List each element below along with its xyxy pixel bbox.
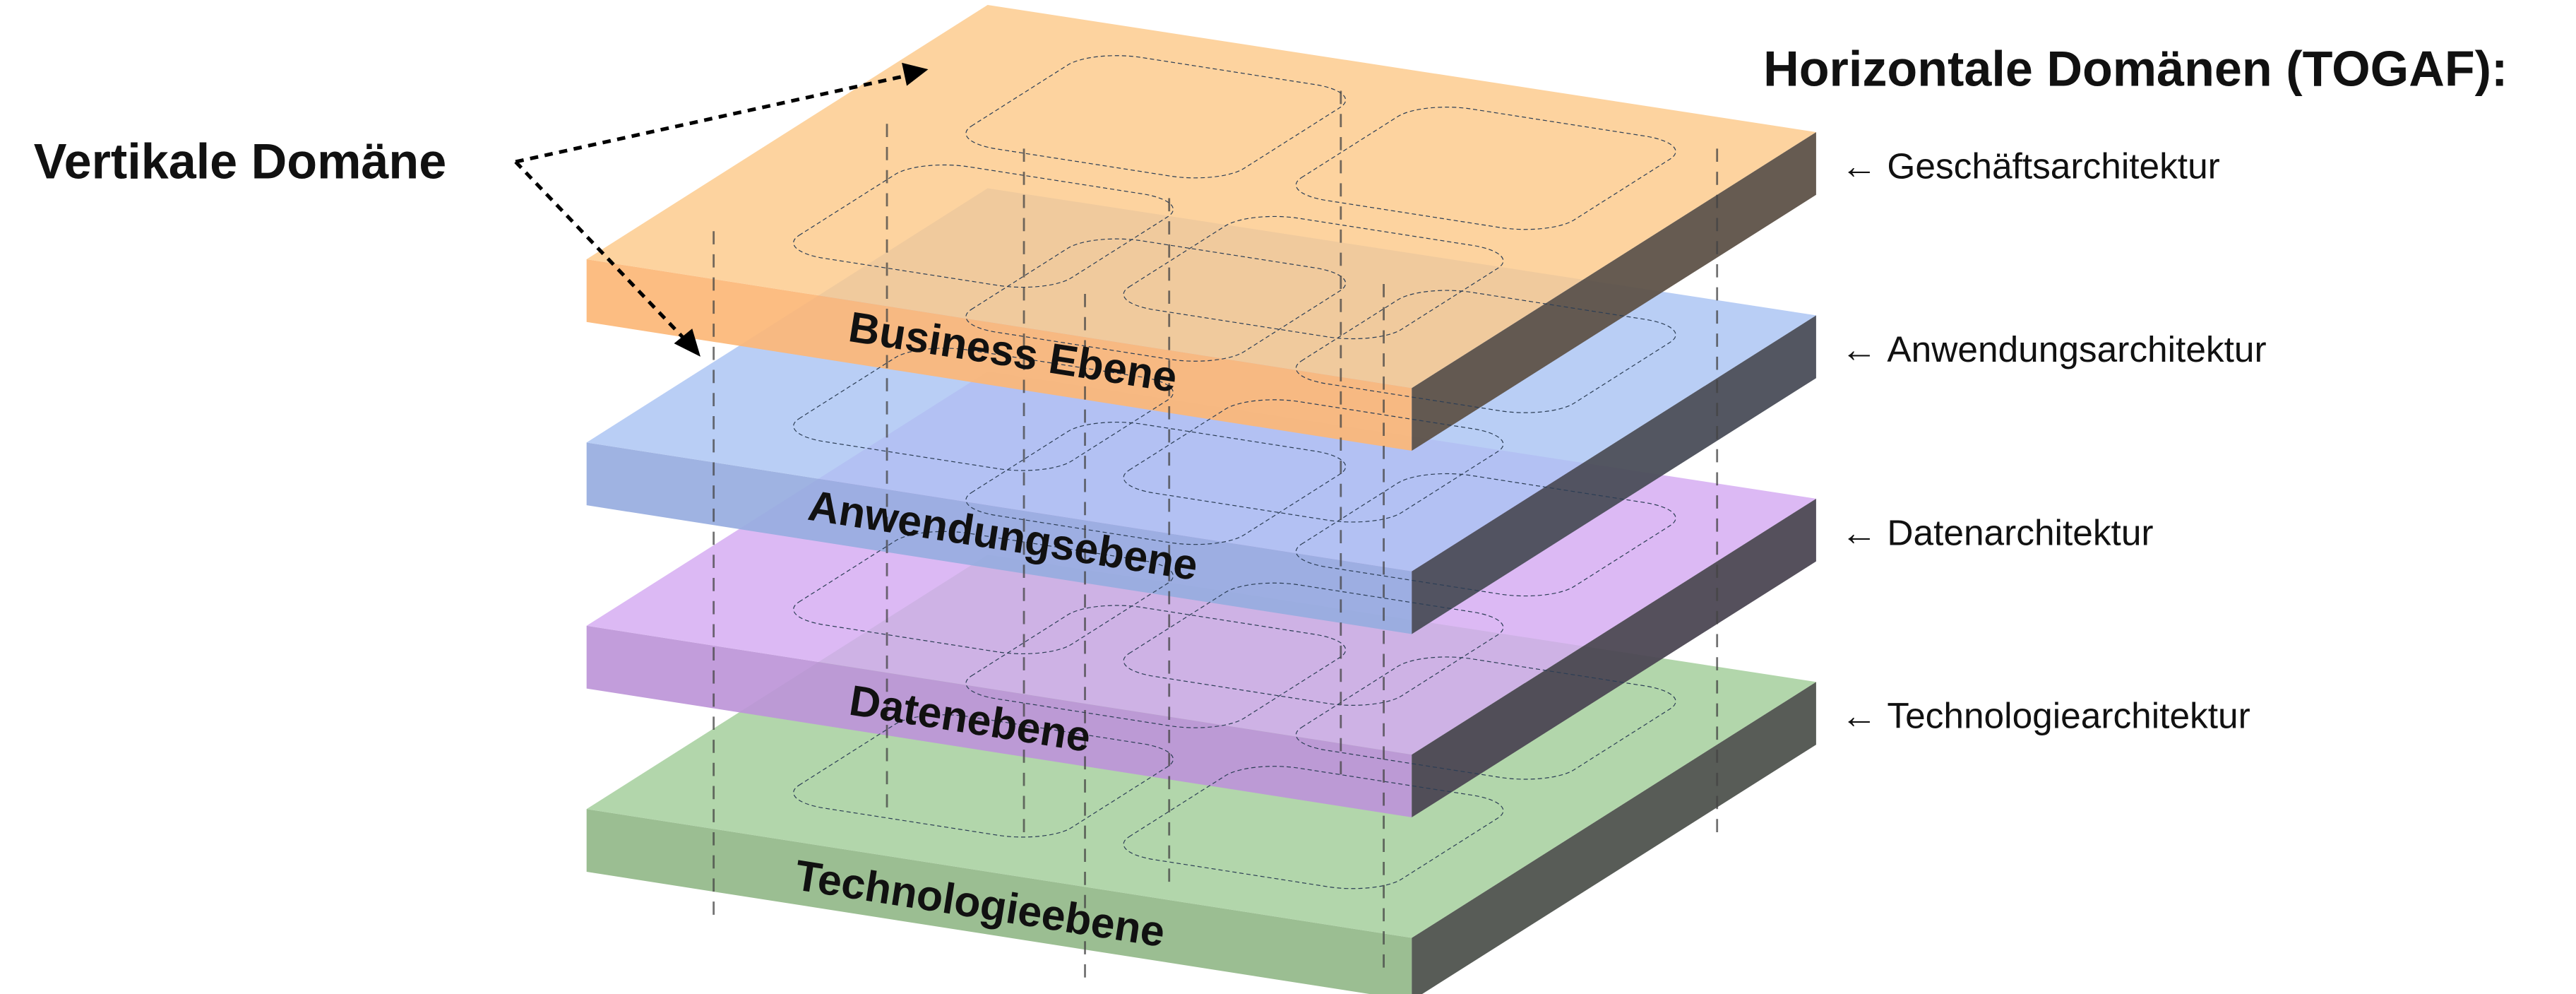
vertical-domain-cell — [775, 526, 1192, 660]
vertical-domain-cell — [775, 159, 1192, 293]
architecture-label: ←Geschäftsarchitektur — [1841, 145, 2220, 186]
layer-front-face — [586, 809, 1412, 994]
architecture-name: Geschäftsarchitektur — [1887, 145, 2219, 186]
architecture-name: Datenarchitektur — [1887, 511, 2153, 552]
architecture-label: ←Anwendungsarchitektur — [1841, 329, 2267, 369]
arrow-left-icon: ← — [1841, 145, 1877, 186]
architecture-label: ←Technologiearchitektur — [1841, 695, 2250, 736]
vertical-domain-cell — [948, 600, 1364, 734]
layer-side-face — [1412, 131, 1816, 451]
architecture-label: ←Datenarchitektur — [1841, 511, 2154, 552]
layer-side-face — [1412, 682, 1816, 994]
arrow-left-icon: ← — [1841, 695, 1877, 736]
vertical-arrow-top — [515, 74, 906, 164]
vertical-domain-cell — [948, 416, 1364, 550]
arrow-left-icon: ← — [1841, 329, 1877, 369]
vertical-domain-label: Vertikale Domäne — [34, 134, 447, 189]
vertical-domain-cell — [948, 233, 1364, 367]
vertical-arrow-bottom — [514, 160, 686, 340]
vertical-domain-cell — [1277, 285, 1694, 419]
horizontal-domains-title: Horizontale Domänen (TOGAF): — [1763, 42, 2508, 97]
layer-side-face — [1412, 315, 1816, 634]
architecture-name: Technologiearchitektur — [1887, 695, 2250, 736]
vertical-domain-cell — [1277, 468, 1694, 602]
arrow-head-icon — [674, 329, 700, 357]
architecture-name: Anwendungsarchitektur — [1887, 329, 2266, 369]
vertical-domain-cell — [1277, 101, 1694, 235]
layer-top-face — [586, 5, 1816, 389]
arrow-left-icon: ← — [1841, 511, 1877, 552]
vertical-domain-cell — [1105, 394, 1522, 528]
vertical-domain-cell — [1277, 651, 1694, 786]
vertical-domain-cell — [1105, 577, 1522, 711]
vertical-domain-cell — [775, 709, 1192, 843]
vertical-domain-cell — [948, 49, 1364, 184]
vertical-domain-cell — [1105, 760, 1522, 894]
vertical-domain-cell — [1105, 211, 1522, 345]
layer-side-face — [1412, 498, 1816, 817]
vertical-domain-cell — [775, 343, 1192, 477]
arrow-head-icon — [902, 62, 929, 86]
